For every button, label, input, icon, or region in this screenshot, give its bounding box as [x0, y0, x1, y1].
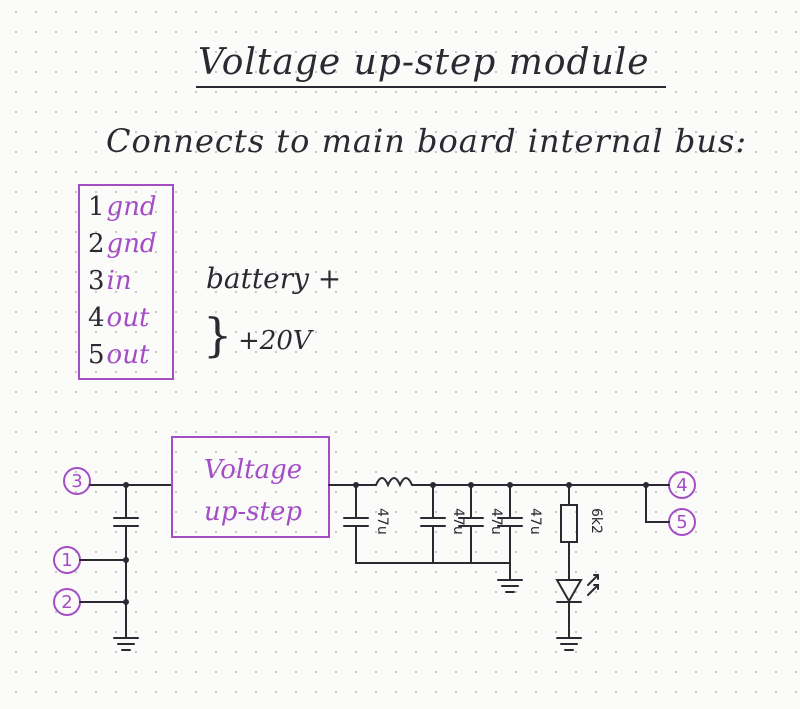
pin-name: gnd — [106, 192, 157, 222]
connector-1: 1 — [53, 546, 81, 574]
pin-name: gnd — [106, 229, 157, 259]
capacitor-c4: 47u — [497, 484, 543, 564]
connector-label: 3 — [71, 471, 82, 492]
capacitor-value: 47u — [450, 508, 466, 535]
capacitor-c3: 47u — [458, 484, 504, 564]
capacitor-c2: 47u — [420, 484, 466, 564]
module-label-line1: Voltage — [204, 455, 302, 485]
pinout-row: 5out — [88, 340, 149, 376]
battery-note: battery + — [206, 262, 342, 295]
connector-2: 2 — [53, 588, 81, 616]
module-label-line2: up-step — [204, 497, 302, 527]
input-wiring — [79, 482, 173, 651]
connector-label: 2 — [61, 592, 72, 613]
connector-label: 1 — [61, 550, 72, 571]
subtitle: Connects to main board internal bus: — [106, 122, 748, 160]
pin-number: 2 — [88, 229, 105, 259]
connector-label: 5 — [676, 512, 687, 533]
capacitor-value: 47u — [374, 508, 390, 535]
pinout-row: 1gnd — [88, 192, 157, 228]
capacitor-value: 47u — [488, 508, 504, 535]
pin-number: 4 — [88, 303, 105, 333]
pinout-row: 2gnd — [88, 229, 157, 265]
pinout-row: 4out — [88, 303, 149, 339]
voltage-up-step-block: Voltage up-step — [171, 436, 330, 538]
pin-number: 5 — [88, 340, 105, 370]
connector-label: 4 — [676, 475, 687, 496]
pin-name: in — [106, 266, 132, 296]
page-title: Voltage up-step module — [198, 42, 650, 83]
pinout-box — [78, 184, 174, 380]
capacitor-value: 47u — [527, 508, 543, 535]
brace-symbol: } — [203, 308, 233, 362]
pin-number: 3 — [88, 266, 105, 296]
resistor-value: 6k2 — [588, 508, 604, 534]
connector-3: 3 — [63, 467, 91, 495]
output-wiring — [328, 477, 670, 593]
output-voltage-note: +20V — [238, 326, 312, 356]
capacitor-c1: 47u — [343, 484, 390, 564]
pin-name: out — [106, 303, 150, 333]
connector-4: 4 — [668, 471, 696, 499]
led-indicator — [555, 574, 599, 651]
connector-5: 5 — [668, 508, 696, 536]
resistor-r1: 6k2 — [560, 484, 604, 581]
pinout-row: 3in — [88, 266, 132, 302]
title-underline — [196, 86, 666, 88]
pin-number: 1 — [88, 192, 105, 222]
pin-name: out — [106, 340, 150, 370]
